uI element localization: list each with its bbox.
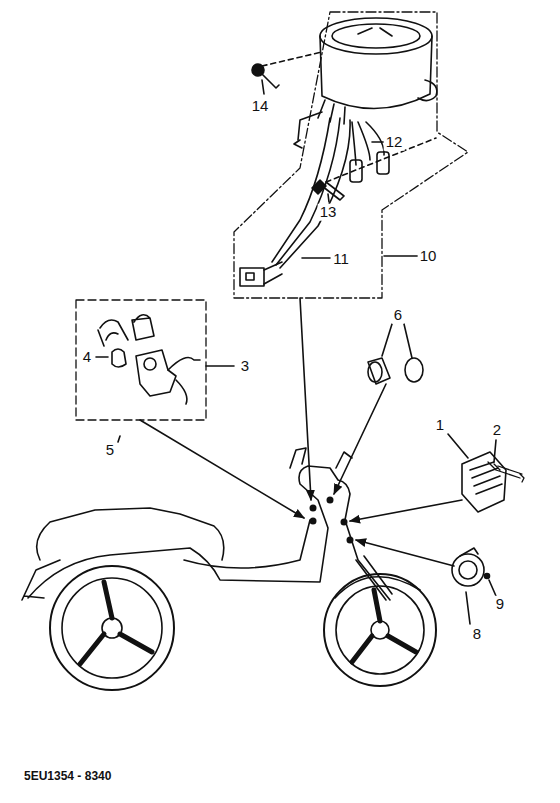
front-spokes	[352, 590, 416, 662]
screw-shank	[262, 74, 279, 88]
rear-rim	[62, 578, 162, 678]
damper-end	[368, 362, 382, 382]
leader-line	[96, 80, 496, 624]
lug	[294, 140, 302, 148]
group-outline	[234, 12, 468, 298]
damper	[368, 358, 390, 384]
assembly-line	[262, 52, 322, 66]
callout-number: 3	[239, 358, 251, 375]
callout-number: 12	[384, 134, 405, 151]
meter-body	[320, 36, 432, 109]
meter-face	[320, 18, 432, 54]
assembly-arrow	[350, 500, 462, 521]
lock-cap	[132, 315, 154, 340]
main-switch	[136, 350, 176, 396]
front-rim	[336, 586, 424, 674]
switch-lead	[168, 358, 200, 404]
grommet	[112, 349, 126, 367]
horn-center	[459, 561, 477, 579]
meter-bracket	[418, 80, 437, 101]
bulb-socket	[377, 152, 389, 174]
connector-sleeve	[264, 262, 282, 284]
key	[98, 320, 128, 346]
assembly-line	[326, 138, 436, 182]
connector-pin	[246, 273, 254, 280]
seat	[37, 508, 224, 560]
horn-bracket	[460, 548, 478, 556]
screw-9	[485, 574, 490, 579]
footboard	[184, 520, 310, 568]
callout-number: 8	[471, 626, 483, 643]
callout-number: 13	[318, 204, 339, 221]
wire-harness	[272, 112, 384, 268]
drawing-code: 5EU1354 - 8340	[22, 770, 113, 783]
assembly-arrow	[356, 540, 454, 566]
rear-tire	[50, 566, 174, 690]
callout-number: 5	[104, 442, 116, 459]
meter-glass	[332, 24, 420, 48]
callout-number: 10	[418, 248, 439, 265]
horn	[452, 554, 484, 586]
assembly-arrow	[334, 384, 386, 494]
callout-number: 1	[434, 417, 446, 434]
bolt-shank	[322, 182, 344, 200]
meter-needle	[358, 28, 392, 36]
damper	[405, 358, 423, 382]
callout-number: 9	[494, 596, 506, 613]
callout-number: 11	[331, 251, 351, 268]
mount-dots	[310, 497, 354, 544]
rear-spokes	[80, 582, 152, 664]
handlebar	[290, 448, 306, 468]
bolt-2	[488, 462, 524, 482]
regulator	[462, 452, 506, 512]
callout-number: 2	[491, 422, 503, 439]
front-tire	[324, 574, 436, 686]
callout-number: 4	[81, 349, 93, 366]
group-outline	[76, 300, 206, 420]
assembly-arrow	[300, 298, 311, 500]
callout-number: 14	[250, 98, 271, 115]
callout-number: 6	[392, 307, 404, 324]
rear-fender	[22, 560, 60, 600]
scooter-body	[28, 466, 390, 600]
key-slot	[144, 358, 156, 370]
connector	[240, 268, 264, 286]
assembly-arrow	[140, 420, 304, 518]
